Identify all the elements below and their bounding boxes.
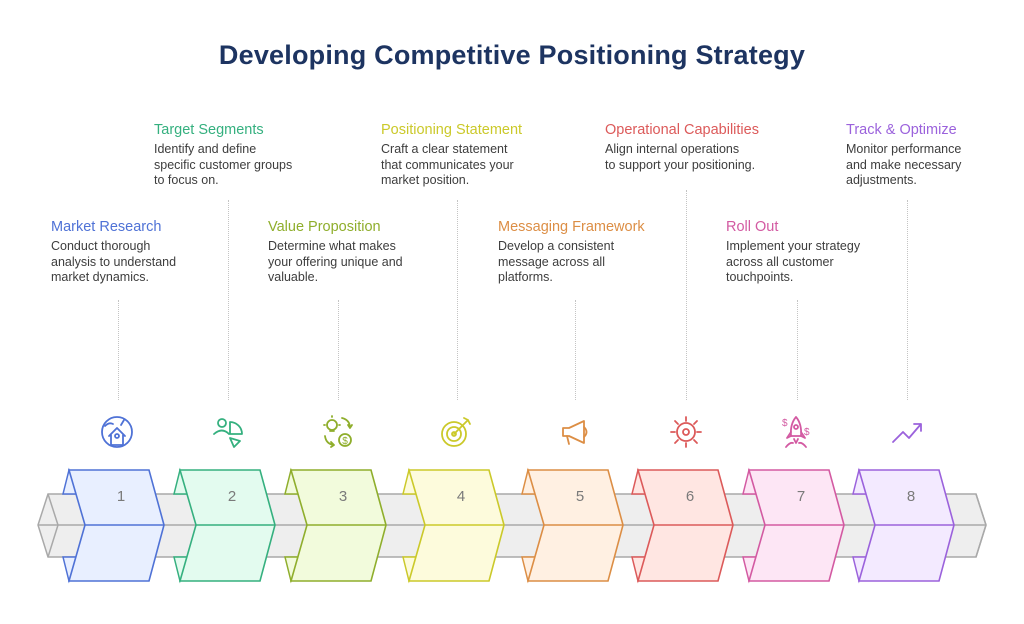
step-description-line: touchpoints.: [726, 270, 794, 284]
step-block-4: [402, 467, 505, 584]
step-description-line: message across all: [498, 254, 605, 269]
step-description-line: analysis to understand: [51, 254, 177, 269]
step-block-1: [62, 467, 165, 584]
step-description-line: your offering unique and: [268, 254, 403, 269]
step-title: Operational Capabilities: [605, 122, 759, 138]
connector-line: [228, 200, 229, 400]
step-description-line: Determine what makes: [268, 239, 396, 253]
connector-line: [686, 190, 687, 400]
step-description-line: to focus on.: [154, 173, 219, 187]
idea-money-cycle-icon: $: [320, 414, 356, 450]
trend-up-icon: [889, 414, 925, 450]
step-description-line: Conduct thorough: [51, 239, 151, 253]
connector-line: [797, 300, 798, 400]
connector-line: [338, 300, 339, 400]
step-block-2: [173, 467, 276, 584]
step-block-3: [284, 467, 387, 584]
step-description-line: Align internal operations: [605, 142, 740, 156]
step-block-8: [852, 467, 955, 584]
connector-line: [575, 300, 576, 400]
connector-line: [907, 200, 908, 400]
step-description-line: to support your positioning.: [605, 157, 756, 172]
step-title: Messaging Framework: [498, 219, 645, 235]
step-title: Roll Out: [726, 219, 779, 235]
step-description-line: Implement your strategy: [726, 239, 861, 253]
step-number: 2: [227, 488, 237, 505]
step-number: 7: [796, 488, 806, 505]
svg-text:$: $: [342, 436, 348, 447]
step-description-line: market position.: [381, 173, 470, 187]
step-description-line: and make necessary: [846, 157, 962, 172]
step-description-line: Craft a clear statement: [381, 142, 508, 156]
step-number: 5: [575, 488, 585, 505]
page-title: Developing Competitive Positioning Strat…: [218, 40, 806, 70]
step-block-5: [521, 467, 624, 584]
step-number: 3: [338, 488, 348, 505]
track-end-left: [47, 493, 59, 558]
step-number: 1: [116, 488, 126, 505]
step-block-6: [631, 467, 734, 584]
connector-line: [457, 200, 458, 400]
step-description-line: valuable.: [268, 270, 319, 284]
step-description-line: across all customer: [726, 254, 834, 269]
step-description-line: adjustments.: [846, 173, 917, 187]
step-description-line: Develop a consistent: [498, 239, 615, 253]
svg-text:$: $: [782, 418, 788, 429]
step-description-line: that communicates your: [381, 157, 514, 172]
step-description-line: market dynamics.: [51, 270, 149, 284]
step-title: Target Segments: [154, 122, 264, 138]
connector-line: [118, 300, 119, 400]
gear-icon: [668, 414, 704, 450]
step-block-7: [742, 467, 845, 584]
step-description-line: specific customer groups: [154, 157, 293, 172]
user-pie-icon: [210, 414, 246, 450]
step-title: Value Proposition: [268, 219, 381, 235]
globe-house-icon: [99, 414, 135, 450]
target-arrow-icon: [438, 414, 474, 450]
step-number: 4: [456, 488, 466, 505]
rocket-money-icon: $$: [778, 414, 814, 450]
step-description-line: Identify and define: [154, 142, 257, 156]
step-number: 6: [685, 488, 695, 505]
step-title: Market Research: [51, 219, 162, 235]
svg-text:$: $: [804, 427, 810, 438]
step-number: 8: [906, 488, 916, 505]
step-description-line: Monitor performance: [846, 142, 962, 156]
megaphone-icon: [558, 414, 594, 450]
step-title: Track & Optimize: [846, 122, 957, 138]
step-title: Positioning Statement: [381, 122, 523, 138]
step-description-line: platforms.: [498, 270, 553, 284]
track-end-right: [975, 493, 987, 558]
